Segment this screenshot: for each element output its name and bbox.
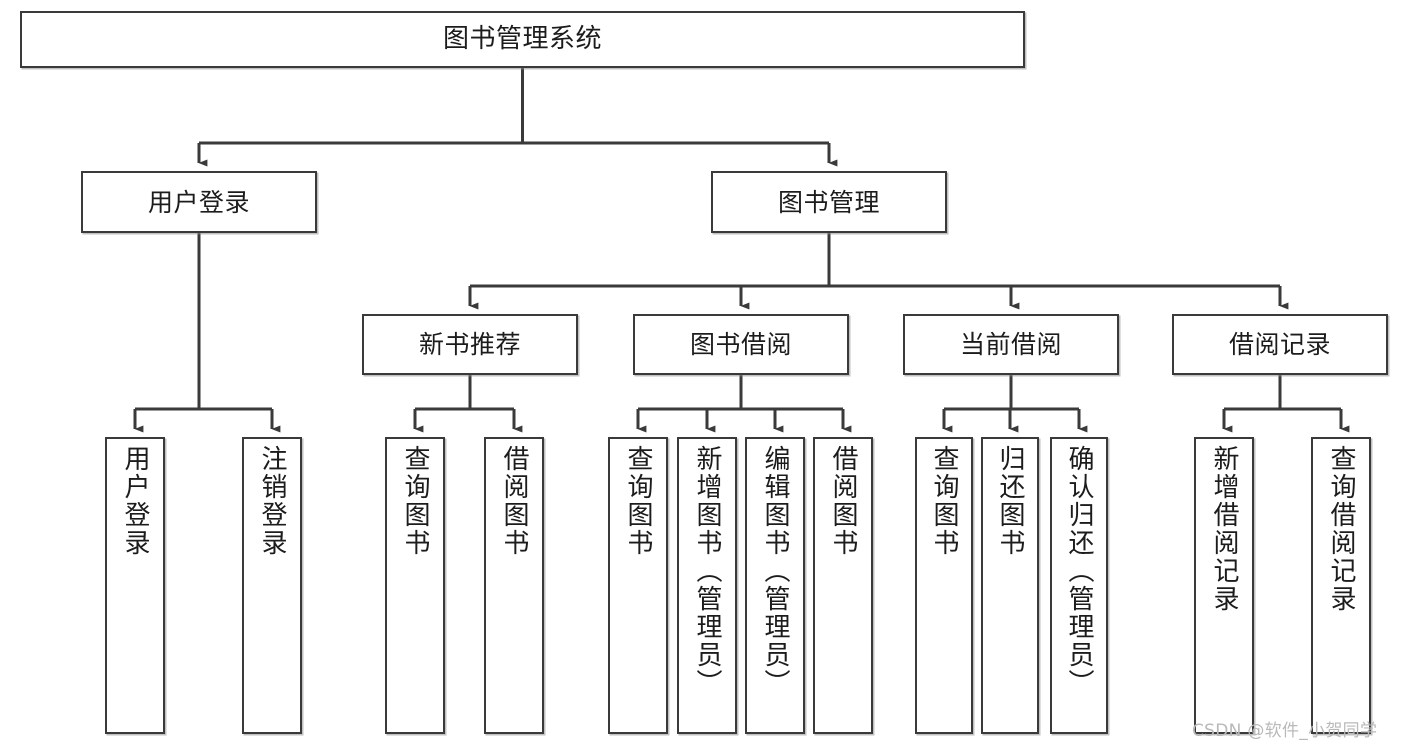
node-label: 用户登录 — [120, 445, 150, 557]
node-label: 查询借阅记录 — [1326, 445, 1356, 613]
node-label: 新书推荐 — [418, 330, 521, 359]
node-leaf-query-book-borrow[interactable]: 查询图书 — [608, 437, 668, 734]
node-leaf-query-book-cur[interactable]: 查询图书 — [915, 437, 973, 734]
node-label: 编辑图书（管理员） — [760, 445, 790, 697]
node-leaf-user-login[interactable]: 用户登录 — [105, 437, 165, 734]
watermark: CSDN @软件_小贺同学 — [1192, 721, 1378, 741]
node-book-manage[interactable]: 图书管理 — [711, 171, 947, 233]
node-leaf-user-logout[interactable]: 注销登录 — [242, 437, 302, 734]
node-label: 用户登录 — [147, 187, 250, 217]
node-label: 借阅图书 — [499, 445, 529, 557]
node-label: 图书借阅 — [689, 330, 792, 359]
node-leaf-query-book-rec[interactable]: 查询图书 — [385, 437, 445, 734]
node-label: 新增图书（管理员） — [692, 445, 722, 697]
node-label: 新增借阅记录 — [1209, 445, 1239, 613]
node-leaf-borrow-book-rec[interactable]: 借阅图书 — [484, 437, 544, 734]
node-borrow-record[interactable]: 借阅记录 — [1172, 314, 1388, 375]
node-leaf-edit-book[interactable]: 编辑图书（管理员） — [745, 437, 805, 734]
node-leaf-confirm-return[interactable]: 确认归还（管理员） — [1050, 437, 1108, 734]
node-label: 图书管理系统 — [442, 24, 602, 55]
node-leaf-add-book[interactable]: 新增图书（管理员） — [677, 437, 737, 734]
node-label: 注销登录 — [257, 445, 287, 557]
node-label: 借阅图书 — [828, 445, 858, 557]
node-label: 归还图书 — [995, 445, 1025, 557]
node-new-book-recommend[interactable]: 新书推荐 — [362, 314, 578, 375]
node-book-borrow[interactable]: 图书借阅 — [633, 314, 849, 375]
node-label: 当前借阅 — [959, 330, 1062, 359]
node-leaf-return-book[interactable]: 归还图书 — [981, 437, 1039, 734]
node-current-borrow[interactable]: 当前借阅 — [903, 314, 1119, 375]
node-leaf-query-record[interactable]: 查询借阅记录 — [1311, 437, 1371, 734]
node-leaf-add-record[interactable]: 新增借阅记录 — [1194, 437, 1254, 734]
node-label: 查询图书 — [929, 445, 959, 557]
node-label: 查询图书 — [623, 445, 653, 557]
node-label: 查询图书 — [400, 445, 430, 557]
node-user-login[interactable]: 用户登录 — [81, 171, 317, 233]
node-label: 借阅记录 — [1228, 330, 1331, 359]
node-label: 确认归还（管理员） — [1064, 445, 1094, 697]
node-label: 图书管理 — [777, 187, 880, 217]
node-root[interactable]: 图书管理系统 — [20, 11, 1025, 68]
node-leaf-borrow-book[interactable]: 借阅图书 — [813, 437, 873, 734]
